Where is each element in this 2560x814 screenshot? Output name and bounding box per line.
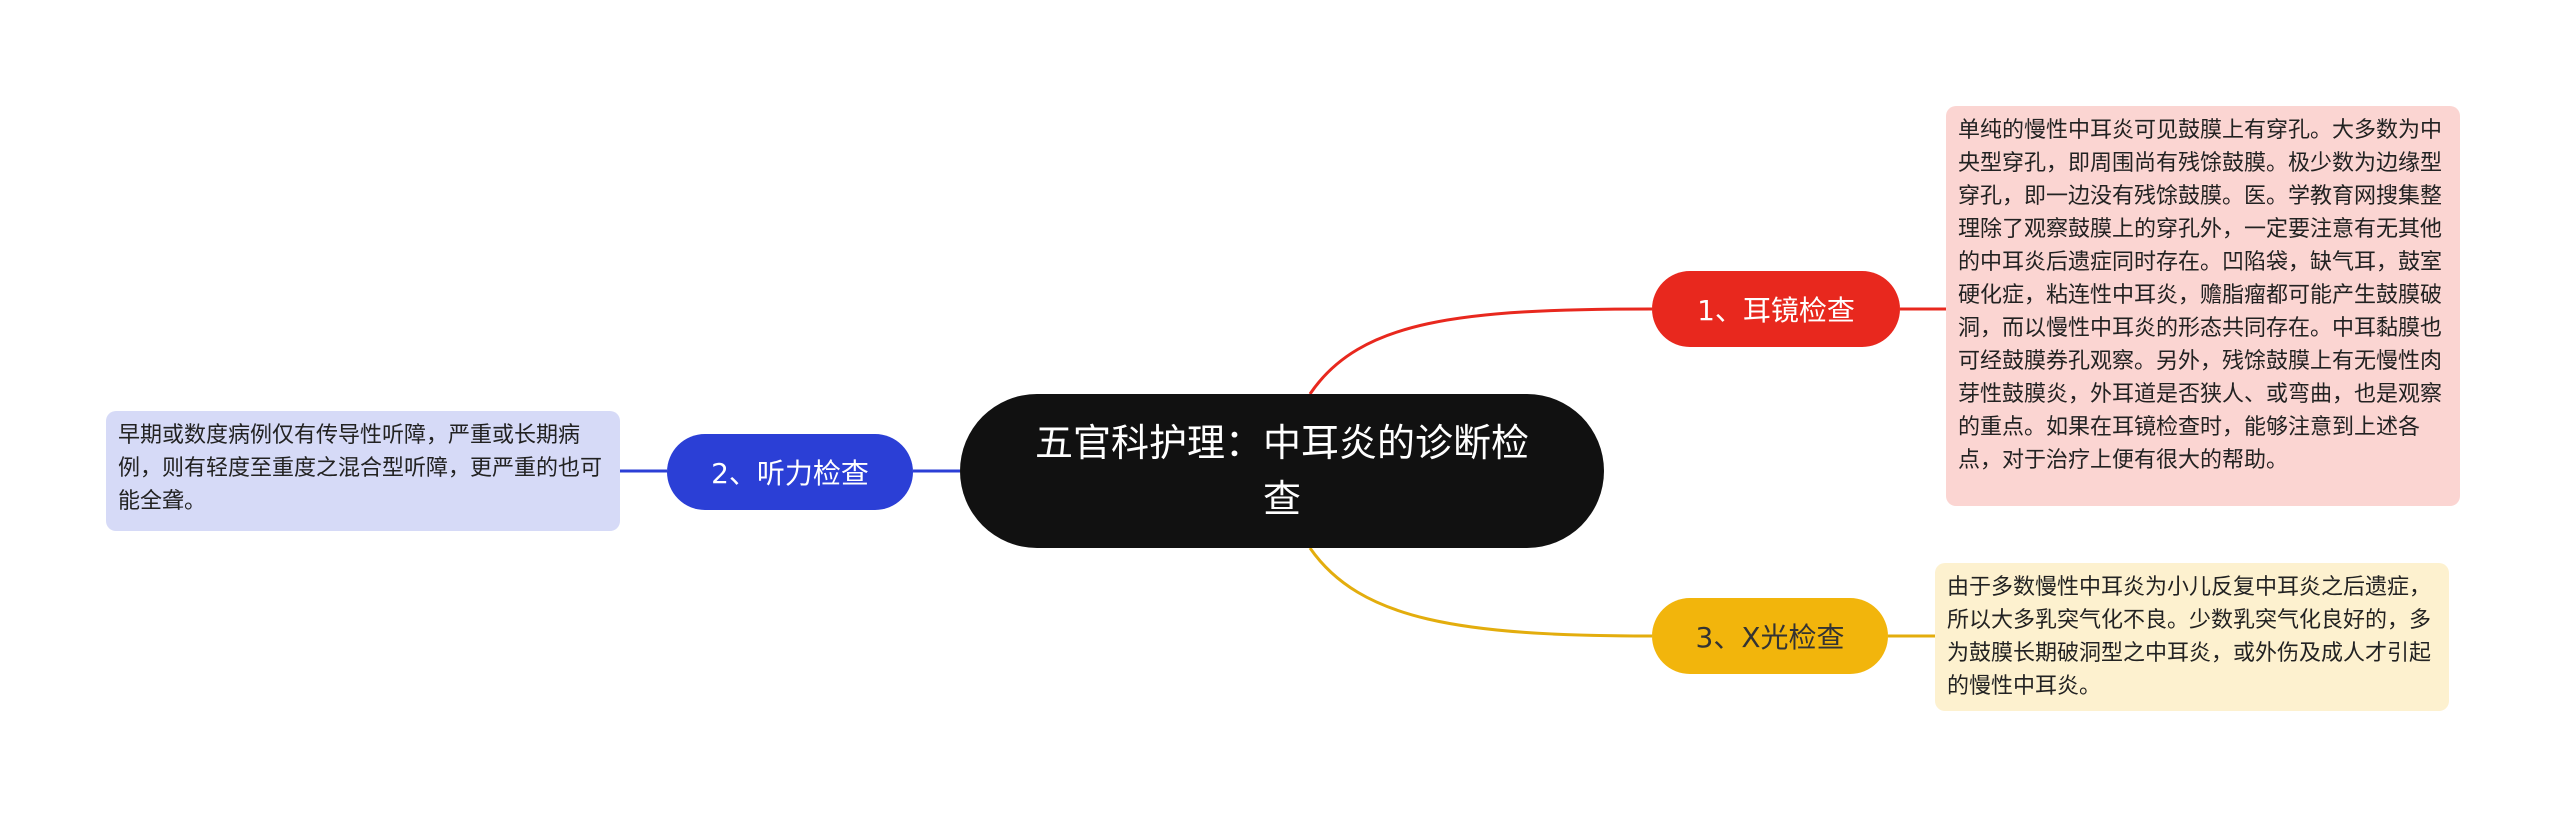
root-topic[interactable]: 五官科护理：中耳炎的诊断检查 xyxy=(960,394,1604,548)
branch-hearing-exam[interactable]: 2、听力检查 xyxy=(667,434,913,510)
branch-otoscope-exam[interactable]: 1、耳镜检查 xyxy=(1652,271,1900,347)
detail-hearing-text: 早期或数度病例仅有传导性听障，严重或长期病例，则有轻度至重度之混合型听障，更严重… xyxy=(118,423,603,514)
root-topic-label: 五官科护理：中耳炎的诊断检查 xyxy=(1034,421,1529,521)
detail-otoscope-text: 单纯的慢性中耳炎可见鼓膜上有穿孔。大多数为中央型穿孔，即周围尚有残馀鼓膜。极少数… xyxy=(1958,118,2443,473)
detail-xray-text: 由于多数慢性中耳炎为小儿反复中耳炎之后遗症，所以大多乳突气化不良。少数乳突气化良… xyxy=(1947,575,2432,699)
detail-xray-exam[interactable]: 由于多数慢性中耳炎为小儿反复中耳炎之后遗症，所以大多乳突气化不良。少数乳突气化良… xyxy=(1935,563,2449,711)
connector-root-ear xyxy=(1308,307,1653,395)
branch-xray-exam[interactable]: 3、X光检查 xyxy=(1652,598,1888,674)
branch-xray-label: 3、X光检查 xyxy=(1695,621,1845,654)
branch-otoscope-label: 1、耳镜检查 xyxy=(1697,294,1855,327)
detail-hearing-exam[interactable]: 早期或数度病例仅有传导性听障，严重或长期病例，则有轻度至重度之混合型听障，更严重… xyxy=(106,411,620,531)
connector-root-xray xyxy=(1308,547,1653,638)
branch-hearing-label: 2、听力检查 xyxy=(711,457,869,490)
detail-otoscope-exam[interactable]: 单纯的慢性中耳炎可见鼓膜上有穿孔。大多数为中央型穿孔，即周围尚有残馀鼓膜。极少数… xyxy=(1946,106,2460,506)
